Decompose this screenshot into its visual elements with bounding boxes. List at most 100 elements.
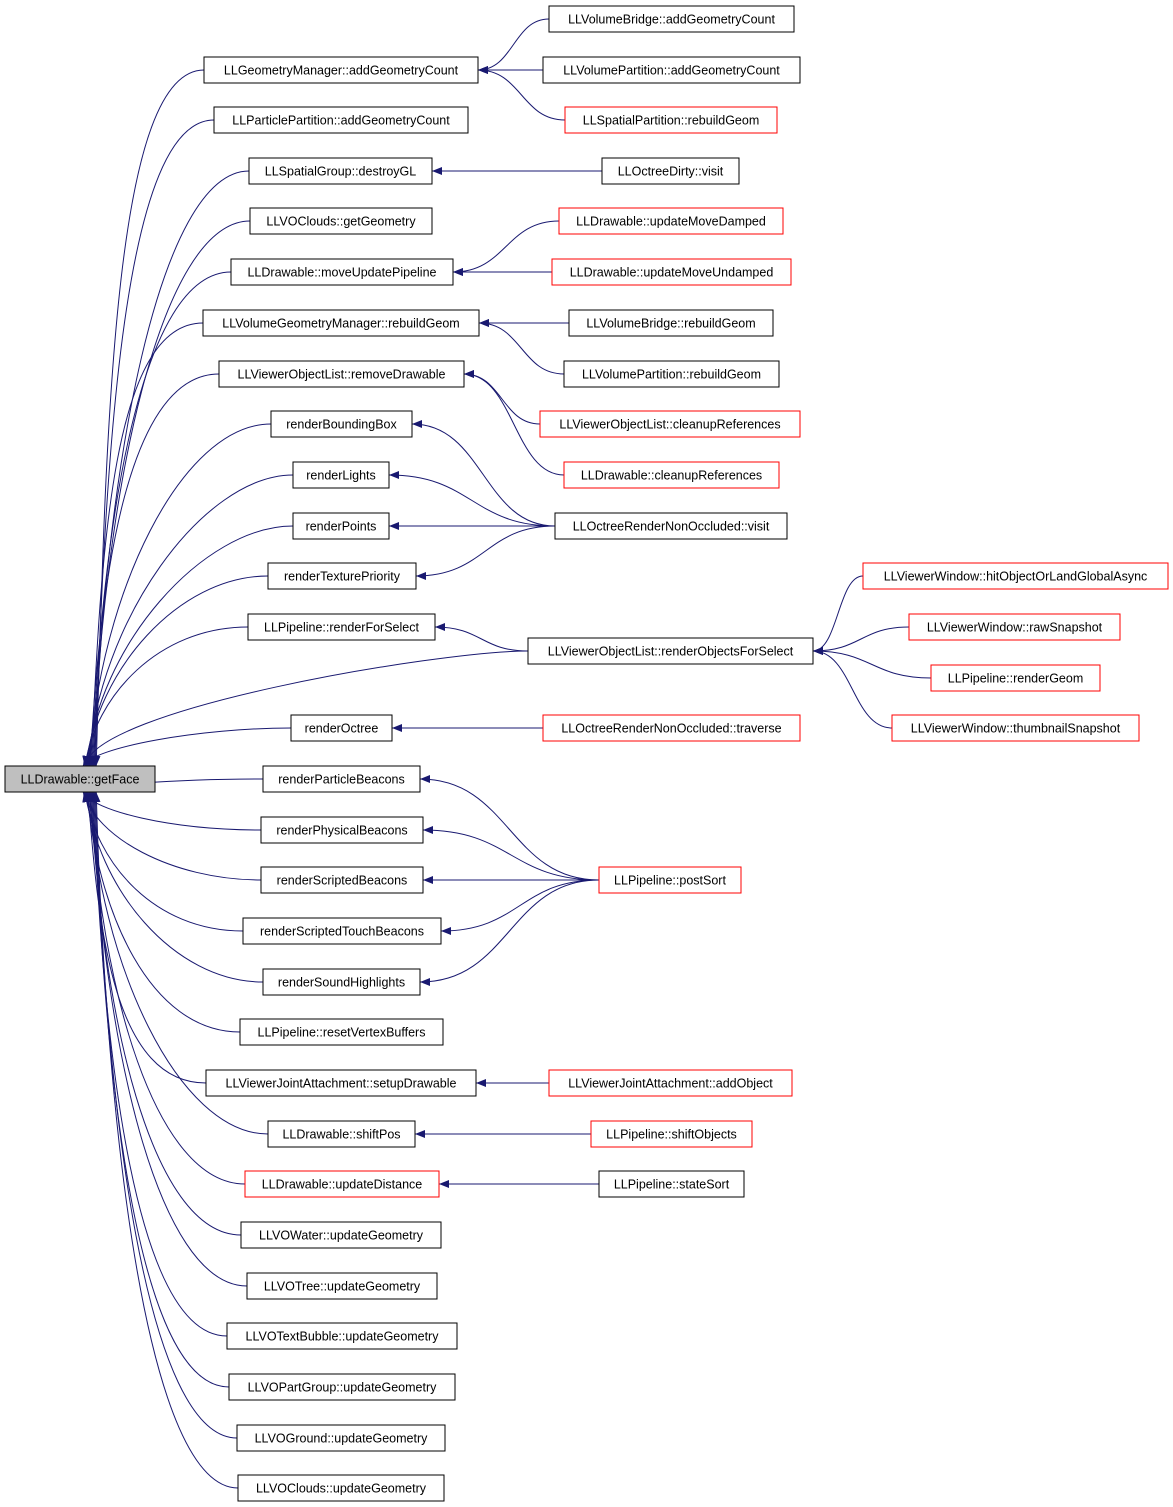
- node-lldrawable-updatemovedamped[interactable]: LLDrawable::updateMoveDamped: [558, 207, 784, 235]
- node-box[interactable]: [564, 106, 778, 134]
- node-llviewerobjectlist-removedrawable[interactable]: LLViewerObjectList::removeDrawable: [218, 360, 465, 388]
- node-llviewerjointattachment-addobject[interactable]: LLViewerJointAttachment::addObject: [548, 1069, 793, 1097]
- node-llpipeline-rendergeom[interactable]: LLPipeline::renderGeom: [930, 664, 1101, 692]
- node-renderscriptedbeacons[interactable]: renderScriptedBeacons: [260, 866, 424, 894]
- node-llvotextbubble-updategeometry[interactable]: LLVOTextBubble::updateGeometry: [226, 1322, 458, 1350]
- node-box[interactable]: [244, 1170, 440, 1198]
- node-rendertexturepriority[interactable]: renderTexturePriority: [267, 562, 417, 590]
- node-box[interactable]: [247, 613, 436, 641]
- node-renderphysicalbeacons[interactable]: renderPhysicalBeacons: [260, 816, 424, 844]
- node-box[interactable]: [598, 866, 742, 894]
- node-lldrawable-shiftpos[interactable]: LLDrawable::shiftPos: [267, 1120, 416, 1148]
- node-box[interactable]: [292, 461, 390, 489]
- node-box[interactable]: [260, 866, 424, 894]
- node-box[interactable]: [908, 613, 1121, 641]
- node-box[interactable]: [242, 917, 442, 945]
- node-box[interactable]: [202, 309, 480, 337]
- node-llpipeline-shiftobjects[interactable]: LLPipeline::shiftObjects: [590, 1120, 753, 1148]
- node-llgeometrymanager-addgeometrycount[interactable]: LLGeometryManager::addGeometryCount: [203, 56, 479, 84]
- node-box[interactable]: [539, 410, 801, 438]
- node-llvowater-updategeometry[interactable]: LLVOWater::updateGeometry: [240, 1221, 442, 1249]
- node-box[interactable]: [248, 157, 433, 185]
- node-box[interactable]: [563, 360, 780, 388]
- node-llviewerjointattachment-setupdrawable[interactable]: LLViewerJointAttachment::setupDrawable: [205, 1069, 477, 1097]
- node-llvoground-updategeometry[interactable]: LLVOGround::updateGeometry: [236, 1424, 446, 1452]
- node-box[interactable]: [542, 56, 801, 84]
- node-renderboundingbox[interactable]: renderBoundingBox: [270, 410, 413, 438]
- node-box[interactable]: [249, 207, 433, 235]
- node-box[interactable]: [262, 968, 421, 996]
- node-box[interactable]: [205, 1069, 477, 1097]
- node-renderscriptedtouchbeacons[interactable]: renderScriptedTouchBeacons: [242, 917, 442, 945]
- node-box[interactable]: [230, 258, 454, 286]
- node-box[interactable]: [548, 1069, 793, 1097]
- node-llparticlepartition-addgeometrycount[interactable]: LLParticlePartition::addGeometryCount: [213, 106, 469, 134]
- node-box[interactable]: [862, 562, 1169, 590]
- node-box[interactable]: [203, 56, 479, 84]
- node-box[interactable]: [270, 410, 413, 438]
- node-box[interactable]: [292, 512, 390, 540]
- node-renderparticlebeacons[interactable]: renderParticleBeacons: [262, 765, 421, 793]
- node-box[interactable]: [260, 816, 424, 844]
- node-box[interactable]: [590, 1120, 753, 1148]
- node-box[interactable]: [527, 637, 814, 665]
- node-llvolumepartition-rebuildgeom[interactable]: LLVolumePartition::rebuildGeom: [563, 360, 780, 388]
- node-box[interactable]: [237, 1474, 445, 1502]
- node-llvoclouds-updategeometry[interactable]: LLVOClouds::updateGeometry: [237, 1474, 445, 1502]
- node-llvoclouds-getgeometry[interactable]: LLVOClouds::getGeometry: [249, 207, 433, 235]
- node-llviewerobjectlist-cleanupreferences[interactable]: LLViewerObjectList::cleanupReferences: [539, 410, 801, 438]
- node-llpipeline-postsort[interactable]: LLPipeline::postSort: [598, 866, 742, 894]
- node-lldrawable-updatemoveundamped[interactable]: LLDrawable::updateMoveUndamped: [551, 258, 792, 286]
- node-box[interactable]: [548, 5, 795, 33]
- node-box[interactable]: [554, 512, 788, 540]
- node-lloctreedirty-visit[interactable]: LLOctreeDirty::visit: [601, 157, 740, 185]
- node-renderpoints[interactable]: renderPoints: [292, 512, 390, 540]
- node-box[interactable]: [213, 106, 469, 134]
- node-box[interactable]: [542, 714, 801, 742]
- node-llvopartgroup-updategeometry[interactable]: LLVOPartGroup::updateGeometry: [228, 1373, 456, 1401]
- node-box[interactable]: [563, 461, 780, 489]
- node-box[interactable]: [558, 207, 784, 235]
- node-llvotree-updategeometry[interactable]: LLVOTree::updateGeometry: [246, 1272, 438, 1300]
- node-llvolumebridge-addgeometrycount[interactable]: LLVolumeBridge::addGeometryCount: [548, 5, 795, 33]
- node-lloctreerendernonoccluded-visit[interactable]: LLOctreeRenderNonOccluded::visit: [554, 512, 788, 540]
- node-box[interactable]: [568, 309, 774, 337]
- node-lloctreerendernonoccluded-traverse[interactable]: LLOctreeRenderNonOccluded::traverse: [542, 714, 801, 742]
- node-box[interactable]: [226, 1322, 458, 1350]
- node-box[interactable]: [551, 258, 792, 286]
- node-box[interactable]: [891, 714, 1140, 742]
- node-llspatialgroup-destroygl[interactable]: LLSpatialGroup::destroyGL: [248, 157, 433, 185]
- node-box[interactable]: [218, 360, 465, 388]
- node-renderlights[interactable]: renderLights: [292, 461, 390, 489]
- node-llpipeline-resetvertexbuffers[interactable]: LLPipeline::resetVertexBuffers: [239, 1018, 444, 1046]
- node-renderoctree[interactable]: renderOctree: [290, 714, 393, 742]
- node-llviewerwindow-thumbnailsnapshot[interactable]: LLViewerWindow::thumbnailSnapshot: [891, 714, 1140, 742]
- node-rendersoundhighlights[interactable]: renderSoundHighlights: [262, 968, 421, 996]
- node-box[interactable]: [598, 1170, 745, 1198]
- node-box[interactable]: [246, 1272, 438, 1300]
- node-llpipeline-statesort[interactable]: LLPipeline::stateSort: [598, 1170, 745, 1198]
- node-box[interactable]: [239, 1018, 444, 1046]
- node-lldrawable-updatedistance[interactable]: LLDrawable::updateDistance: [244, 1170, 440, 1198]
- node-box[interactable]: [290, 714, 393, 742]
- node-box[interactable]: [267, 562, 417, 590]
- node-box[interactable]: [240, 1221, 442, 1249]
- node-box[interactable]: [601, 157, 740, 185]
- node-box[interactable]: [262, 765, 421, 793]
- node-lldrawable-moveupdatepipeline[interactable]: LLDrawable::moveUpdatePipeline: [230, 258, 454, 286]
- node-llpipeline-renderforselect[interactable]: LLPipeline::renderForSelect: [247, 613, 436, 641]
- node-llvolumebridge-rebuildgeom[interactable]: LLVolumeBridge::rebuildGeom: [568, 309, 774, 337]
- node-lldrawable-getface[interactable]: LLDrawable::getFace: [4, 765, 156, 793]
- node-llvolumepartition-addgeometrycount[interactable]: LLVolumePartition::addGeometryCount: [542, 56, 801, 84]
- node-llvolumegeometrymanager-rebuildgeom[interactable]: LLVolumeGeometryManager::rebuildGeom: [202, 309, 480, 337]
- node-lldrawable-cleanupreferences[interactable]: LLDrawable::cleanupReferences: [563, 461, 780, 489]
- node-llviewerwindow-rawsnapshot[interactable]: LLViewerWindow::rawSnapshot: [908, 613, 1121, 641]
- node-llspatialpartition-rebuildgeom[interactable]: LLSpatialPartition::rebuildGeom: [564, 106, 778, 134]
- node-llviewerobjectlist-renderobjectsforselect[interactable]: LLViewerObjectList::renderObjectsForSele…: [527, 637, 814, 665]
- node-box[interactable]: [267, 1120, 416, 1148]
- node-box[interactable]: [930, 664, 1101, 692]
- node-box[interactable]: [4, 765, 156, 793]
- node-box[interactable]: [228, 1373, 456, 1401]
- node-box[interactable]: [236, 1424, 446, 1452]
- node-llviewerwindow-hitobjectorlandglobalasync[interactable]: LLViewerWindow::hitObjectOrLandGlobalAsy…: [862, 562, 1169, 590]
